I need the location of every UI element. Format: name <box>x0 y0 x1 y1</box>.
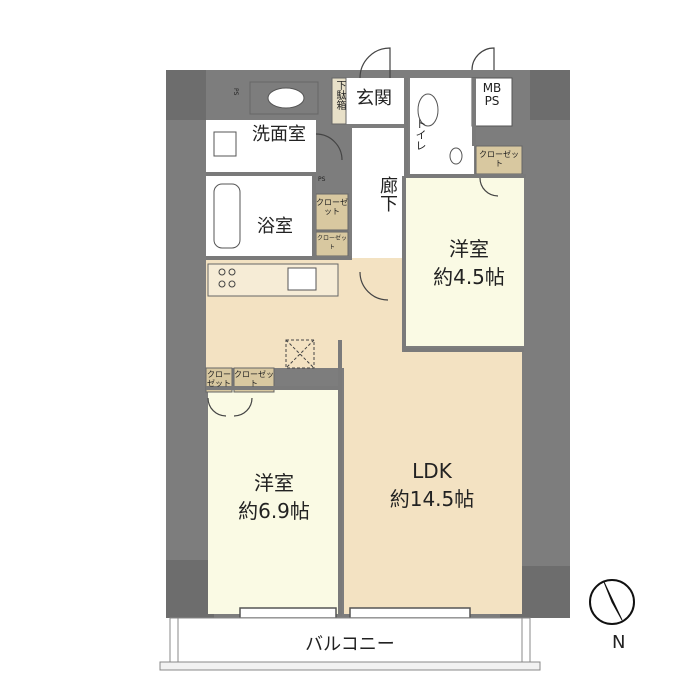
western-b-floor <box>406 178 524 346</box>
balcony <box>169 617 531 669</box>
western-b-name: 洋室 <box>449 237 489 261</box>
ldk-size: 約14.5帖 <box>389 487 475 511</box>
closet-label-2: クローゼット <box>207 370 231 388</box>
closet-top-right <box>475 145 523 175</box>
balcony-name: バルコニー <box>305 634 395 655</box>
compass-label: N <box>612 632 626 653</box>
hall-floor <box>352 128 404 258</box>
closet-label-1: クローゼット <box>479 150 519 168</box>
closet-hall-a <box>315 193 349 231</box>
toilet-name: トイレ <box>414 118 427 151</box>
western-a-size: 約6.9帖 <box>238 499 310 523</box>
western-a-floor <box>208 388 338 614</box>
ldk-name: LDK <box>412 459 452 483</box>
kitchen-counter <box>207 263 339 297</box>
ps-top-name: PS <box>232 88 239 96</box>
entrance-name: 玄関 <box>356 88 392 109</box>
hall-name: 廊下 <box>377 176 398 212</box>
closet-label-3: クローゼット <box>234 370 274 388</box>
mbps-name: MB PS <box>482 81 502 108</box>
western-b-size: 約4.5帖 <box>433 265 505 289</box>
washroom-name: 洗面室 <box>252 124 306 145</box>
closet-label-5: クローゼット <box>316 235 347 251</box>
compass <box>589 579 635 625</box>
toilet-floor <box>410 78 474 174</box>
shoe-box-name: 下駄箱 <box>334 80 345 110</box>
bath-name: 浴室 <box>257 216 293 237</box>
ps-small-name: PS <box>318 176 326 183</box>
western-a-name: 洋室 <box>254 471 294 495</box>
closet-label-4: クローゼット <box>316 198 348 216</box>
